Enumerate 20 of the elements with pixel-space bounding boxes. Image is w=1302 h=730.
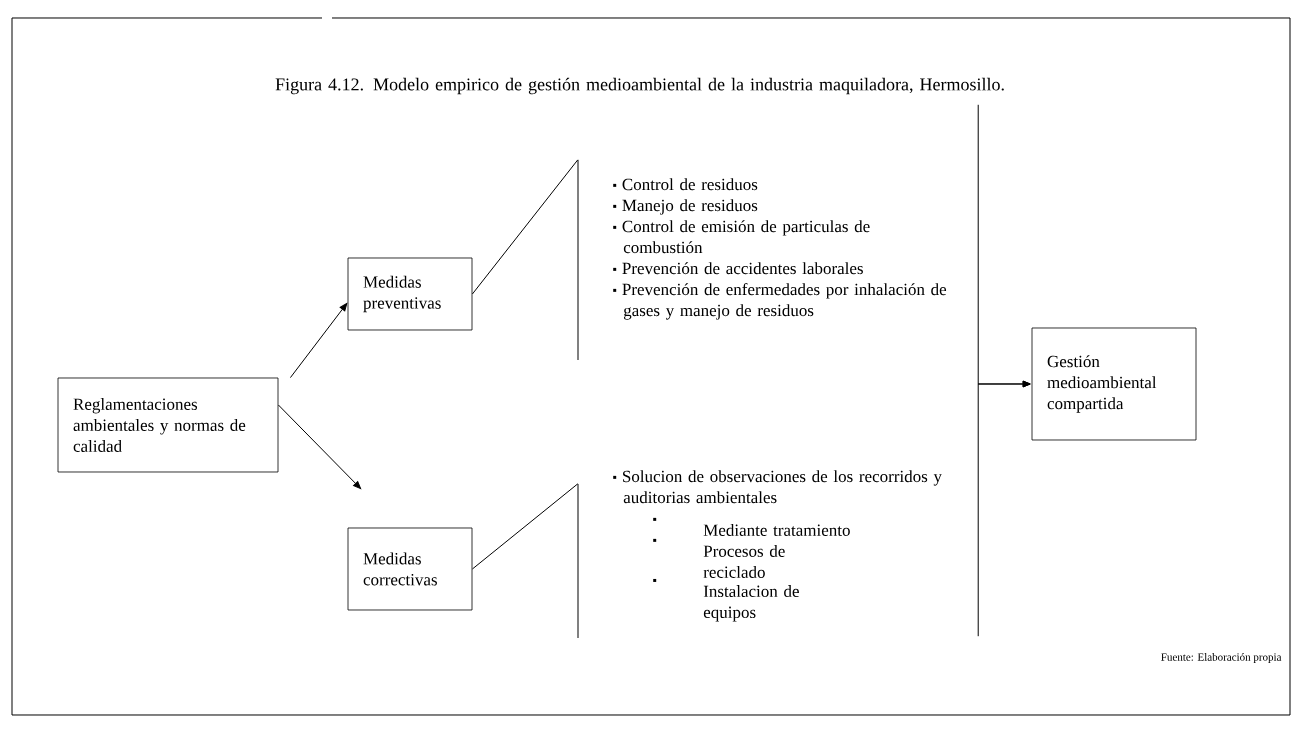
bullet-list (613, 470, 942, 622)
list-item: Instalacion de equipos (653, 578, 799, 622)
list-item: Solucion de observaciones de los recorridos y auditorias ambientales (613, 470, 942, 504)
list-item: Control de residuos (613, 178, 758, 191)
list-item: Prevención de accidentes laborales (613, 262, 863, 275)
source-note: Fuente: Elaboración propia (1161, 653, 1282, 663)
arrow (977, 380, 1031, 637)
list-item: Procesos de reciclado (653, 538, 785, 578)
bullet-list (613, 178, 947, 320)
list-item: Control de emisión de particulas de combustión (613, 220, 870, 254)
process-box: Medidas preventivas (347, 257, 473, 331)
list-item: Prevención de enfermedades por inhalación de gases y manejo de residuos (613, 283, 947, 320)
arrow (289, 303, 348, 379)
list-item: Mediante tratamiento (653, 517, 850, 536)
process-box: Medidas correctivas (347, 527, 473, 611)
list-item: Manejo de residuos (613, 199, 758, 215)
arrow (277, 404, 362, 490)
title: Figura 4.12. Modelo empirico de gestión medioambiental de la industria maquiladora, Hermosillo. (275, 77, 1004, 95)
process-box: Reglamentaciones ambientales y normas de calidad (57, 377, 279, 473)
process-box: Gestión medioambiental compartida (1031, 327, 1197, 441)
